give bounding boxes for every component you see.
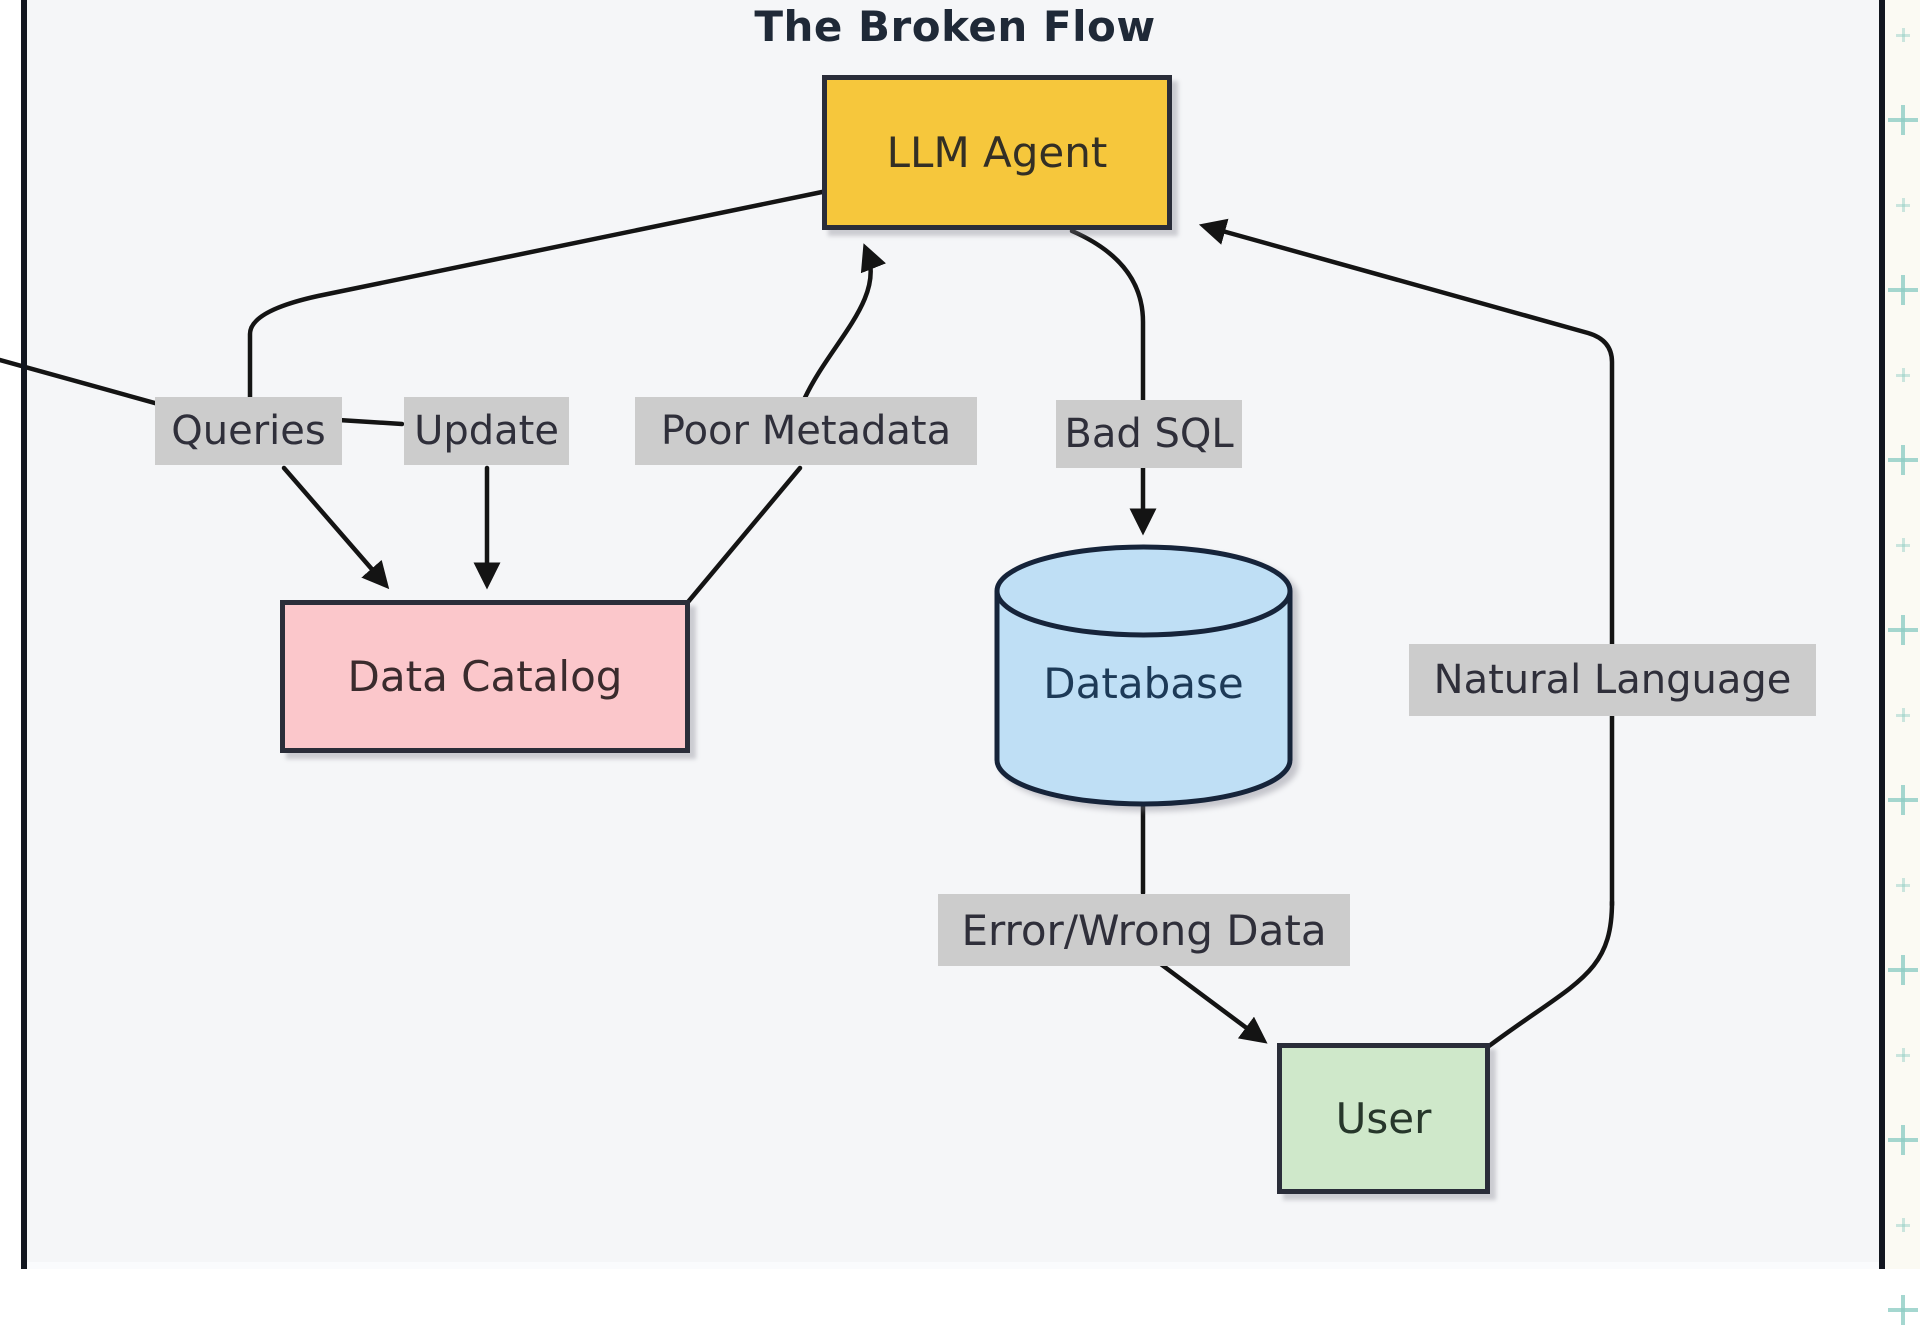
node-data-catalog-label: Data Catalog <box>347 652 623 701</box>
edge-label-natural-language: Natural Language <box>1409 644 1816 716</box>
node-user[interactable]: User <box>1277 1043 1490 1194</box>
node-llm-agent-label: LLM Agent <box>886 128 1108 177</box>
right-margin-strip <box>1885 0 1920 1325</box>
edge-poormeta-to-llm <box>800 243 886 405</box>
edge-queries-to-catalog <box>281 465 390 590</box>
node-user-label: User <box>1335 1094 1432 1143</box>
edge-label-error-wrong-data: Error/Wrong Data <box>938 894 1350 966</box>
node-database[interactable]: Database <box>993 543 1294 808</box>
edge-catalog-to-poormeta <box>685 465 803 605</box>
edge-llm-to-badsql <box>1069 228 1146 403</box>
frame-border-right <box>1879 0 1885 1269</box>
edge-label-queries: Queries <box>155 397 342 465</box>
diagram-title: The Broken Flow <box>754 2 1156 51</box>
edge-label-update: Update <box>404 397 569 465</box>
node-data-catalog[interactable]: Data Catalog <box>280 600 690 753</box>
edge-llm-to-queries <box>247 189 825 403</box>
canvas-bottom-strip <box>27 1262 1879 1269</box>
database-cylinder-icon <box>994 544 1293 807</box>
frame-border-left <box>21 0 27 1269</box>
edge-label-bad-sql: Bad SQL <box>1056 400 1242 468</box>
edge-natlang-to-llm <box>1198 218 1615 908</box>
edge-layer <box>0 189 1615 1049</box>
edge-error-to-user <box>1155 959 1268 1044</box>
edge-user-to-natlang <box>1486 899 1615 1049</box>
node-llm-agent[interactable]: LLM Agent <box>822 75 1172 230</box>
node-database-label: Database <box>1043 659 1244 708</box>
edge-label-poor-metadata: Poor Metadata <box>635 397 977 465</box>
